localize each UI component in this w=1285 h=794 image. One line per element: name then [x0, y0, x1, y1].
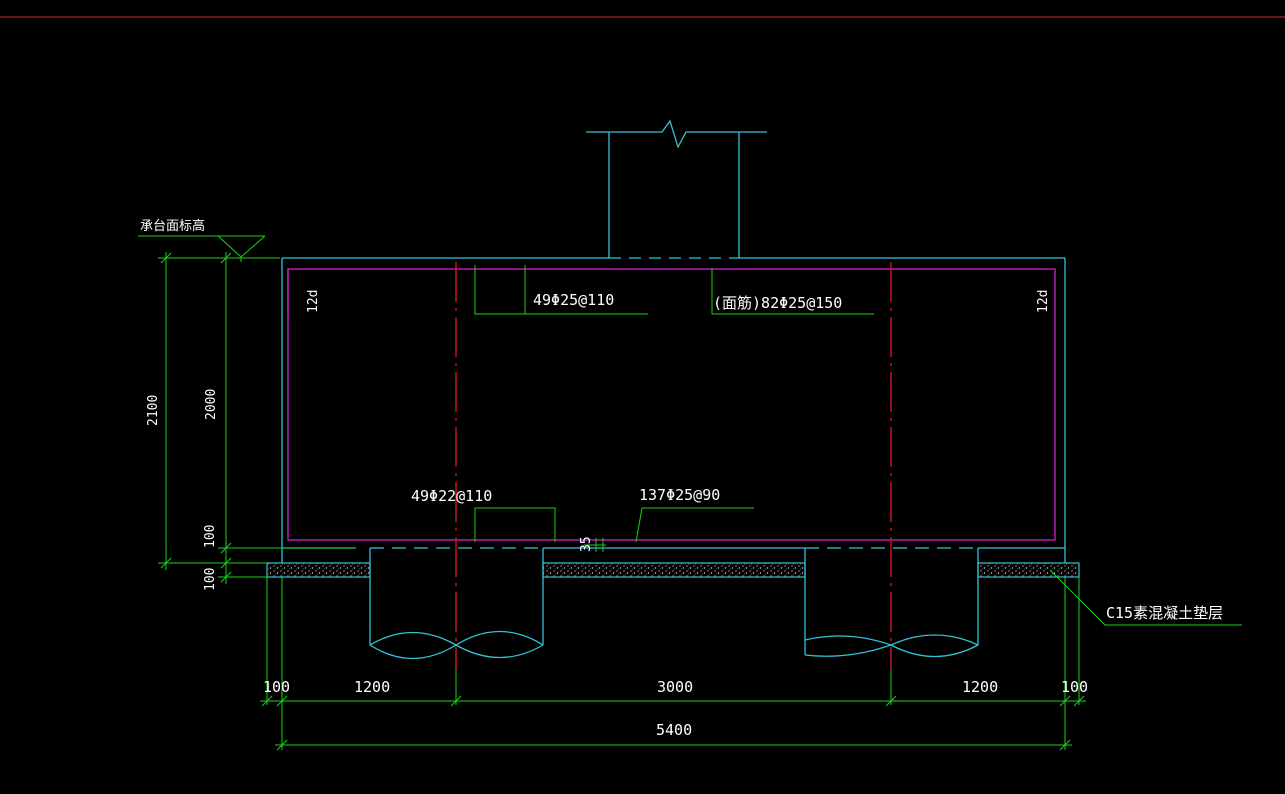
pile-centerlines [455, 262, 892, 670]
cushion-layer-label: C15素混凝土垫层 [1106, 604, 1223, 622]
dim-pile-spacing: 3000 [657, 678, 693, 696]
cap-top-elevation-label: 承台面标高 [140, 218, 205, 234]
pile-cap-outline [281, 257, 1066, 563]
dim-total-height: 2100 [146, 395, 161, 426]
top-rebar-label-b: (面筋)82Φ25@150 [713, 294, 842, 312]
dim-pile-to-right-edge: 1200 [962, 678, 998, 696]
dim-cushion: 100 [203, 568, 218, 591]
cushion-layer [266, 562, 1080, 578]
dim-bottom-offset: 100 [203, 525, 218, 548]
dim-left-edge-to-pile: 1200 [354, 678, 390, 696]
pile-right [804, 548, 979, 658]
dim-left-margin: 100 [263, 678, 290, 696]
dim-cap-height: 2000 [204, 389, 219, 420]
pile-left [369, 548, 544, 660]
rebar-leaders [474, 265, 1242, 626]
column-stub [586, 119, 767, 258]
top-rebar-label-a: 49Φ25@110 [533, 291, 614, 309]
bottom-rebar-label-a: 49Φ22@110 [411, 487, 492, 505]
anchor-left-label: 12d [306, 290, 321, 313]
rebar-cage [287, 268, 1056, 541]
dim-right-margin: 100 [1061, 678, 1088, 696]
vertical-dimensions [158, 252, 356, 584]
anchor-right-label: 12d [1036, 290, 1051, 313]
dim-overall: 5400 [656, 721, 692, 739]
bottom-rebar-label-b: 137Φ25@90 [639, 486, 720, 504]
cover-dim-label: 35 [579, 536, 594, 552]
horizontal-dimensions [260, 577, 1086, 751]
